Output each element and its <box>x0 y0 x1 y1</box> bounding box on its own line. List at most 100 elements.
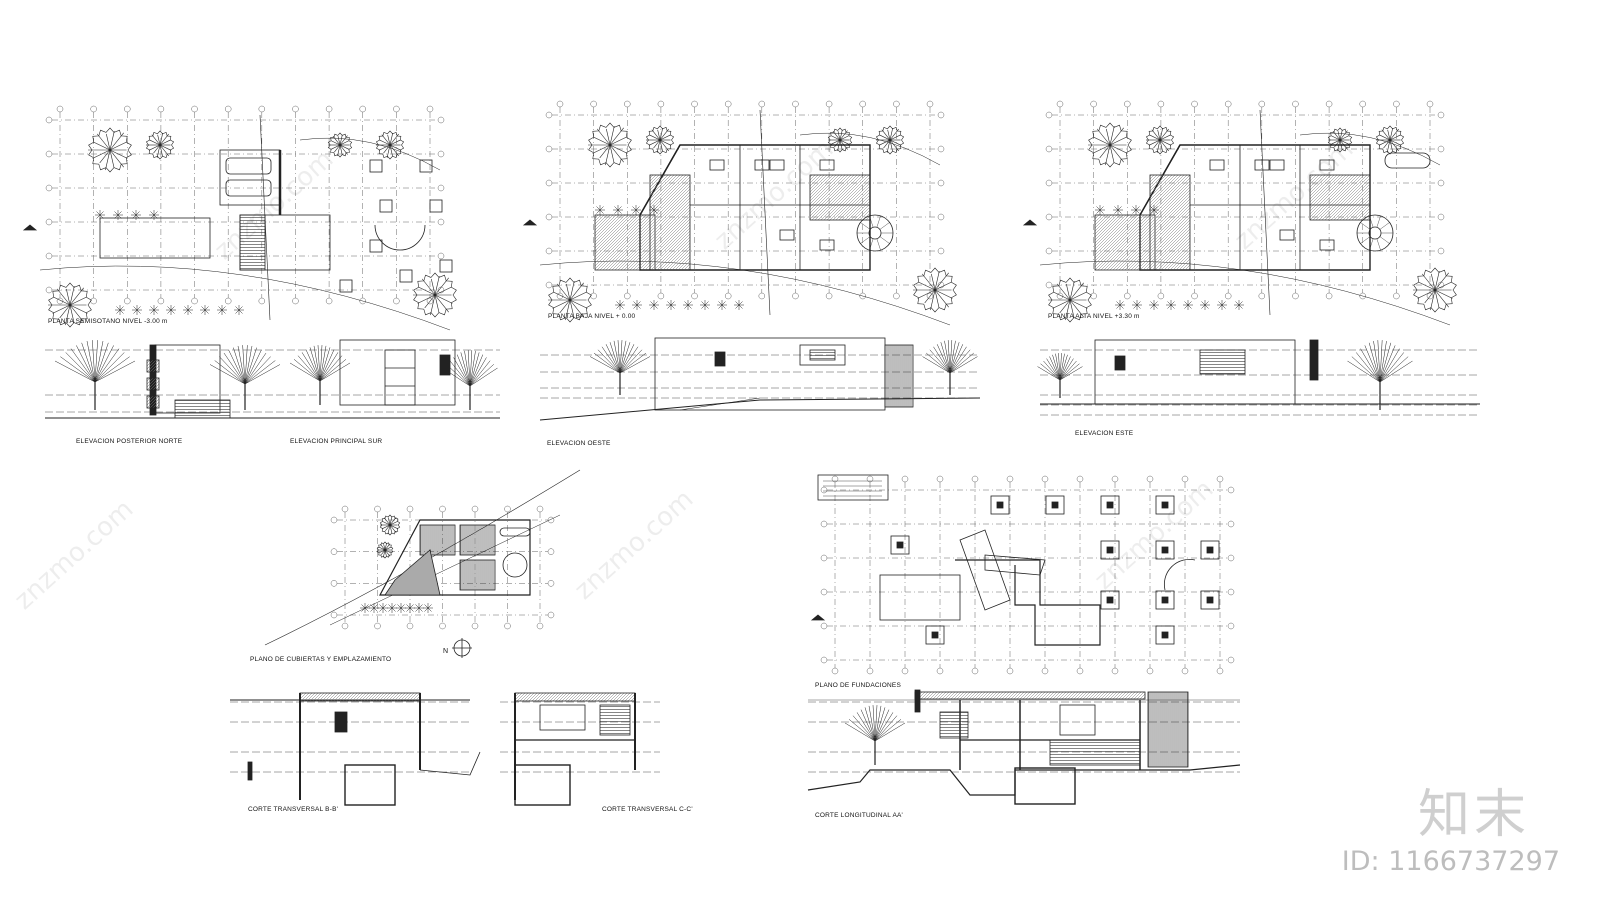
axis-bubble <box>937 145 945 153</box>
column-footing <box>369 239 383 253</box>
axis-bubble <box>901 475 909 483</box>
axis-bubble <box>1006 667 1014 675</box>
axis-bubble <box>545 111 553 119</box>
axis-bubble <box>657 100 665 108</box>
axis-bubble <box>1090 100 1097 108</box>
axis-bubble <box>1181 667 1189 675</box>
axis-bubble <box>1045 111 1053 119</box>
foundation-plan <box>810 474 1235 675</box>
column-footing <box>439 259 453 273</box>
shrub-symbol <box>595 205 605 215</box>
chimney <box>1309 339 1319 381</box>
column <box>1161 501 1169 509</box>
axis-bubble <box>406 622 414 630</box>
tree-symbol <box>875 125 905 155</box>
shrub-symbol <box>387 603 397 613</box>
axis-bubble <box>545 281 553 289</box>
axis-bubble <box>590 292 597 300</box>
axis-bubble <box>341 622 349 630</box>
axis-bubble <box>1227 486 1235 494</box>
elevation-title-sur: ELEVACION PRINCIPAL SUR <box>290 438 383 445</box>
shrub-symbol <box>1149 205 1159 215</box>
axis-bubble <box>547 548 555 555</box>
elevation-tree <box>209 345 281 410</box>
axis-bubble <box>937 247 945 255</box>
axis-bubble <box>547 580 555 587</box>
axis-bubble <box>1045 281 1053 289</box>
terrain-line <box>329 514 561 626</box>
basement <box>514 764 571 806</box>
furniture <box>779 229 795 241</box>
axis-bubble <box>1090 292 1097 300</box>
roof-panel <box>459 524 496 556</box>
axis-bubble <box>1437 145 1445 153</box>
shrub-symbol <box>95 210 105 220</box>
building-section <box>500 692 660 806</box>
column <box>931 631 939 639</box>
furniture <box>819 239 835 251</box>
axis-bubble <box>1056 100 1064 108</box>
axis-bubble <box>820 486 828 494</box>
foundation-beam <box>984 554 1046 576</box>
axis-bubble <box>536 505 544 513</box>
column-footing <box>419 159 433 173</box>
axis-bubble <box>547 516 555 524</box>
axis-bubble <box>504 505 511 513</box>
axis-bubble <box>258 105 266 113</box>
axis-bubble <box>45 184 53 192</box>
tree-symbol <box>88 127 132 173</box>
balcony <box>1384 152 1431 169</box>
axis-bubble <box>45 286 53 294</box>
axis-bubble <box>1437 111 1445 119</box>
axis-bubble <box>1216 667 1224 675</box>
shrub-symbol <box>700 300 710 310</box>
axis-bubble <box>556 292 564 300</box>
axis-bubble <box>545 179 553 187</box>
shrub-symbol <box>200 305 210 315</box>
tree-symbol <box>548 277 592 323</box>
plan-title-planta-alta: PLANTA ALTA NIVEL +3.30 m <box>1048 313 1140 320</box>
spiral-stair-core <box>1368 226 1382 240</box>
elevation-tree <box>844 705 906 765</box>
axis-bubble <box>359 105 366 113</box>
plan-title-cubiertas: PLANO DE CUBIERTAS Y EMPLAZAMIENTO <box>250 656 392 663</box>
axis-bubble <box>691 292 698 300</box>
tree-symbol <box>827 127 853 153</box>
north-marker <box>22 224 38 231</box>
column <box>1161 631 1169 639</box>
axis-bubble <box>325 297 333 305</box>
axis-bubble <box>504 622 511 630</box>
axis-bubble <box>1258 292 1266 300</box>
axis-bubble <box>1076 667 1084 675</box>
axis-bubble <box>124 297 131 305</box>
shrub-symbol <box>396 603 406 613</box>
terrain-line <box>39 265 451 331</box>
axis-bubble <box>936 475 944 483</box>
axis-bubble <box>1292 100 1299 108</box>
axis-bubble <box>374 505 381 513</box>
axis-bubble <box>439 505 446 513</box>
shrub-symbol <box>149 305 159 315</box>
axis-bubble <box>901 667 909 675</box>
parapet <box>914 689 921 713</box>
shrub-symbol <box>1113 205 1123 215</box>
roof-panel <box>459 559 496 591</box>
footing <box>1200 590 1220 610</box>
shrub-symbol <box>423 603 433 613</box>
tree-symbol <box>588 122 632 168</box>
terrace <box>649 174 691 271</box>
axis-bubble <box>820 588 828 596</box>
roof-slab <box>299 692 421 702</box>
axis-bubble <box>292 105 299 113</box>
axis-bubble <box>1393 100 1400 108</box>
room <box>99 217 211 259</box>
shrub-symbol <box>649 205 659 215</box>
elevation-tree <box>442 350 498 410</box>
ground-section <box>807 764 1241 796</box>
axis-bubble <box>1111 475 1119 483</box>
axis-bubble <box>45 150 53 158</box>
axis-grid <box>45 105 445 305</box>
column-footing <box>379 199 393 213</box>
axis-bubble <box>56 297 64 305</box>
window <box>1059 704 1096 736</box>
